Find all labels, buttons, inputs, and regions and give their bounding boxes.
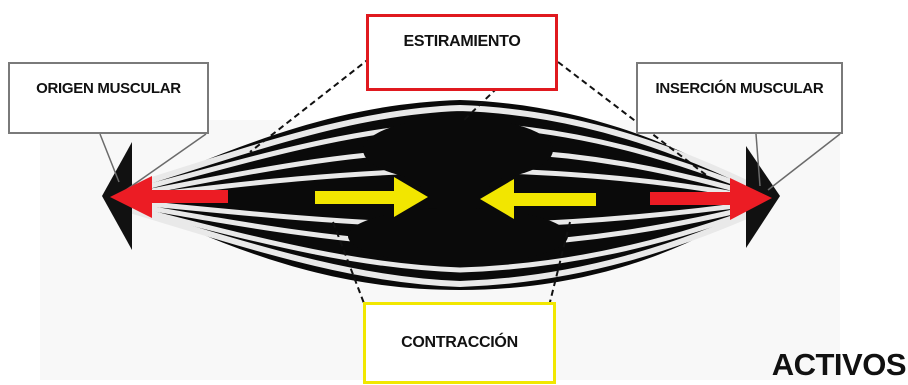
origin-label: ORIGEN MUSCULAR — [36, 80, 181, 97]
lower-dark-core — [348, 208, 568, 264]
insertion-label: INSERCIÓN MUSCULAR — [655, 80, 824, 97]
upper-dark-core — [363, 118, 553, 182]
contraction-label: CONTRACCIÓN — [401, 334, 518, 351]
yellow-arrow-icon — [480, 179, 596, 219]
origin-label-box: ORIGEN MUSCULAR — [8, 62, 209, 134]
activos-word: ACTIVOS — [771, 347, 907, 382]
red-arrow-icon — [650, 178, 772, 220]
contraction-label-box: CONTRACCIÓN — [363, 302, 556, 384]
callout-lines — [99, 57, 841, 307]
red-arrow-icon — [110, 176, 228, 218]
stretch-label-box: ESTIRAMIENTO — [366, 14, 558, 91]
yellow-arrow-icon — [315, 177, 428, 217]
insertion-label-box: INSERCIÓN MUSCULAR — [636, 62, 843, 134]
stretch-label: ESTIRAMIENTO — [403, 33, 521, 50]
